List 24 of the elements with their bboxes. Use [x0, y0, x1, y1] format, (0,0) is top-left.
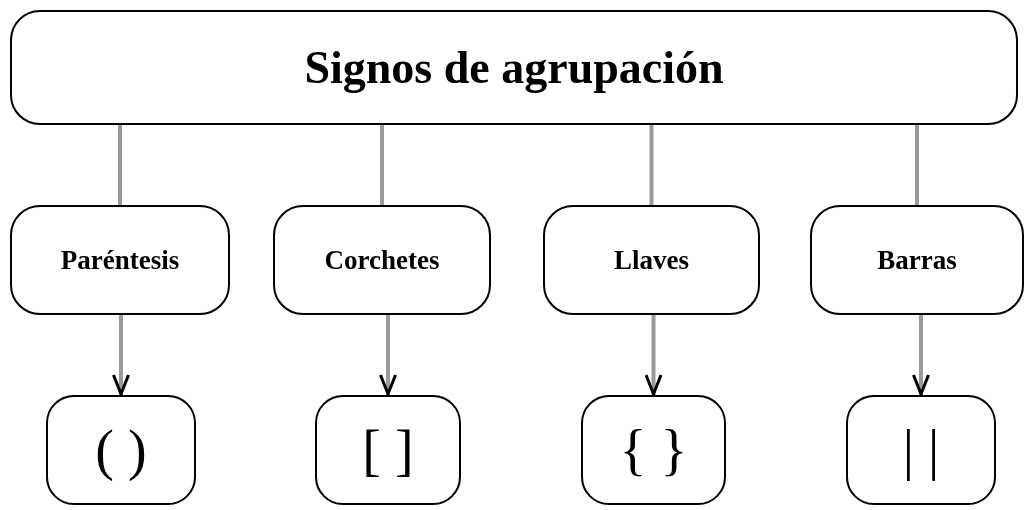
arrow	[912, 315, 930, 396]
category-box	[543, 205, 760, 315]
symbol-box	[581, 395, 726, 505]
title-box	[10, 10, 1018, 125]
symbol-box	[315, 395, 461, 505]
symbol-text: { }	[619, 422, 688, 478]
connector-line	[649, 125, 654, 205]
connector-line	[118, 125, 122, 205]
symbol-box	[846, 395, 996, 505]
arrow	[644, 315, 663, 396]
arrow	[379, 315, 397, 396]
category-label: Llaves	[614, 246, 689, 274]
category-box	[273, 205, 491, 315]
title-text: Signos de agrupación	[304, 44, 724, 91]
category-label: Corchetes	[324, 246, 440, 274]
symbol-box	[46, 395, 196, 505]
category-label: Paréntesis	[60, 246, 180, 274]
symbol-text: [ ]	[362, 422, 414, 478]
category-box	[810, 205, 1024, 315]
connector-line	[915, 125, 919, 205]
category-label: Barras	[877, 246, 957, 274]
arrow	[112, 315, 130, 396]
category-box	[10, 205, 230, 315]
connector-line	[380, 125, 384, 205]
